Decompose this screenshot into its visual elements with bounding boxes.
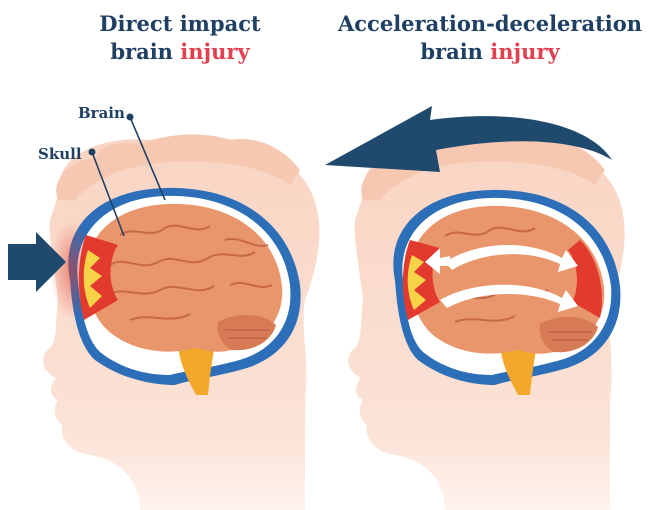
label-brain: Brain xyxy=(78,104,125,122)
label-skull: Skull xyxy=(38,145,82,163)
left-head xyxy=(8,114,319,510)
skull-label-dot xyxy=(89,149,96,156)
brain-label-dot xyxy=(127,114,134,121)
right-head xyxy=(325,106,625,510)
